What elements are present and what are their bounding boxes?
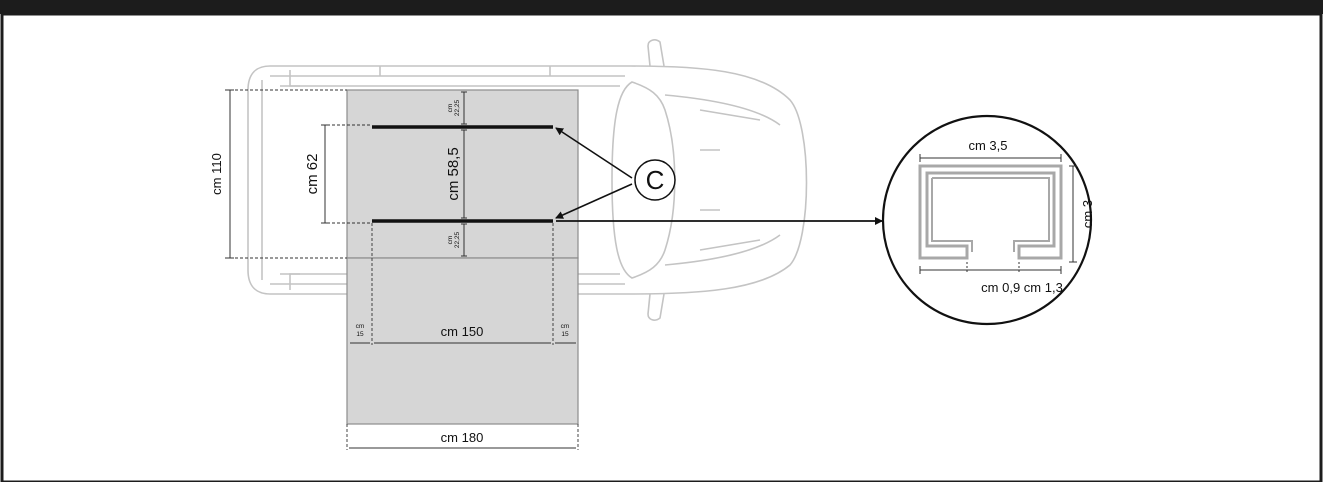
profile-bottom-label: cm 0,9 cm 1,3 (981, 280, 1063, 295)
rail-spacing-inner-label: cm 58,5 (445, 147, 462, 200)
panel-width-label: cm 180 (441, 430, 484, 445)
panel-upper (346, 89, 579, 259)
bottom-margin-value: 22,25 (454, 231, 461, 248)
profile-detail: cm 3,5 cm 3 cm 0,9 cm 1,3 (881, 114, 1095, 326)
extension-lines (225, 89, 579, 450)
profile-height-label: cm 3 (1080, 200, 1095, 228)
overall-length-label: cm 110 (209, 153, 224, 195)
page-border (0, 12, 1323, 482)
top-margin-unit: cm (447, 104, 454, 113)
top-margin-value: 22,25 (454, 99, 461, 116)
callout-letter: C (646, 165, 665, 195)
right-offset-unit: cm (561, 323, 570, 330)
profile-width-label: cm 3,5 (968, 138, 1007, 153)
right-offset-value: 15 (561, 331, 569, 338)
rail-spacing-outer-label: cm 62 (304, 154, 321, 195)
dimension-lines (229, 90, 576, 449)
top-bar (0, 0, 1323, 14)
left-offset-unit: cm (356, 323, 365, 330)
callout-c: C (555, 127, 676, 219)
panel-lower (346, 257, 579, 425)
rail-length-label: cm 150 (441, 324, 484, 339)
profile-shape (918, 164, 1063, 260)
left-offset-value: 15 (356, 331, 364, 338)
bottom-margin-unit: cm (447, 236, 454, 245)
